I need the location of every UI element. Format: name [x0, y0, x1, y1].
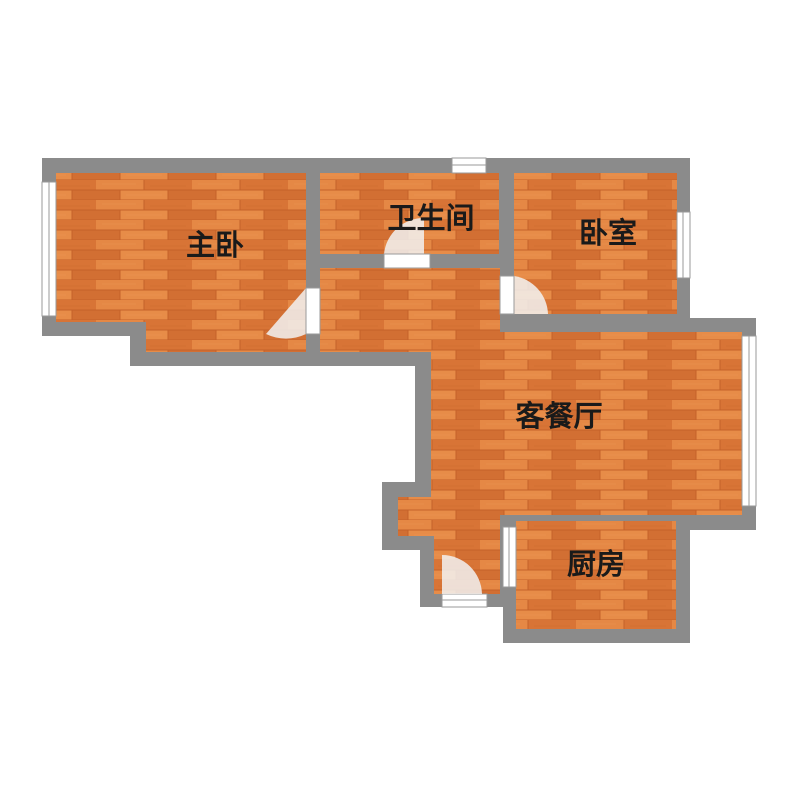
door-entry	[442, 555, 482, 594]
floor-kitchen	[516, 521, 676, 629]
windows	[41, 157, 757, 608]
label-kitchen: 厨房	[567, 547, 625, 581]
room-labels: 主卧 卫生间 卧室 客餐厅 厨房	[186, 201, 637, 581]
floors	[56, 173, 742, 629]
label-living-dining: 客餐厅	[515, 399, 602, 433]
floor-master-bedroom	[56, 173, 306, 352]
door-bathroom	[383, 217, 431, 269]
doors	[266, 217, 548, 594]
floor-living-dining	[398, 332, 742, 594]
label-bathroom: 卫生间	[387, 201, 474, 235]
label-bedroom: 卧室	[579, 216, 637, 250]
door-master-bedroom	[266, 287, 321, 339]
door-bedroom	[499, 275, 548, 315]
label-master-bedroom: 主卧	[186, 228, 244, 262]
floor-bedroom	[514, 173, 677, 314]
